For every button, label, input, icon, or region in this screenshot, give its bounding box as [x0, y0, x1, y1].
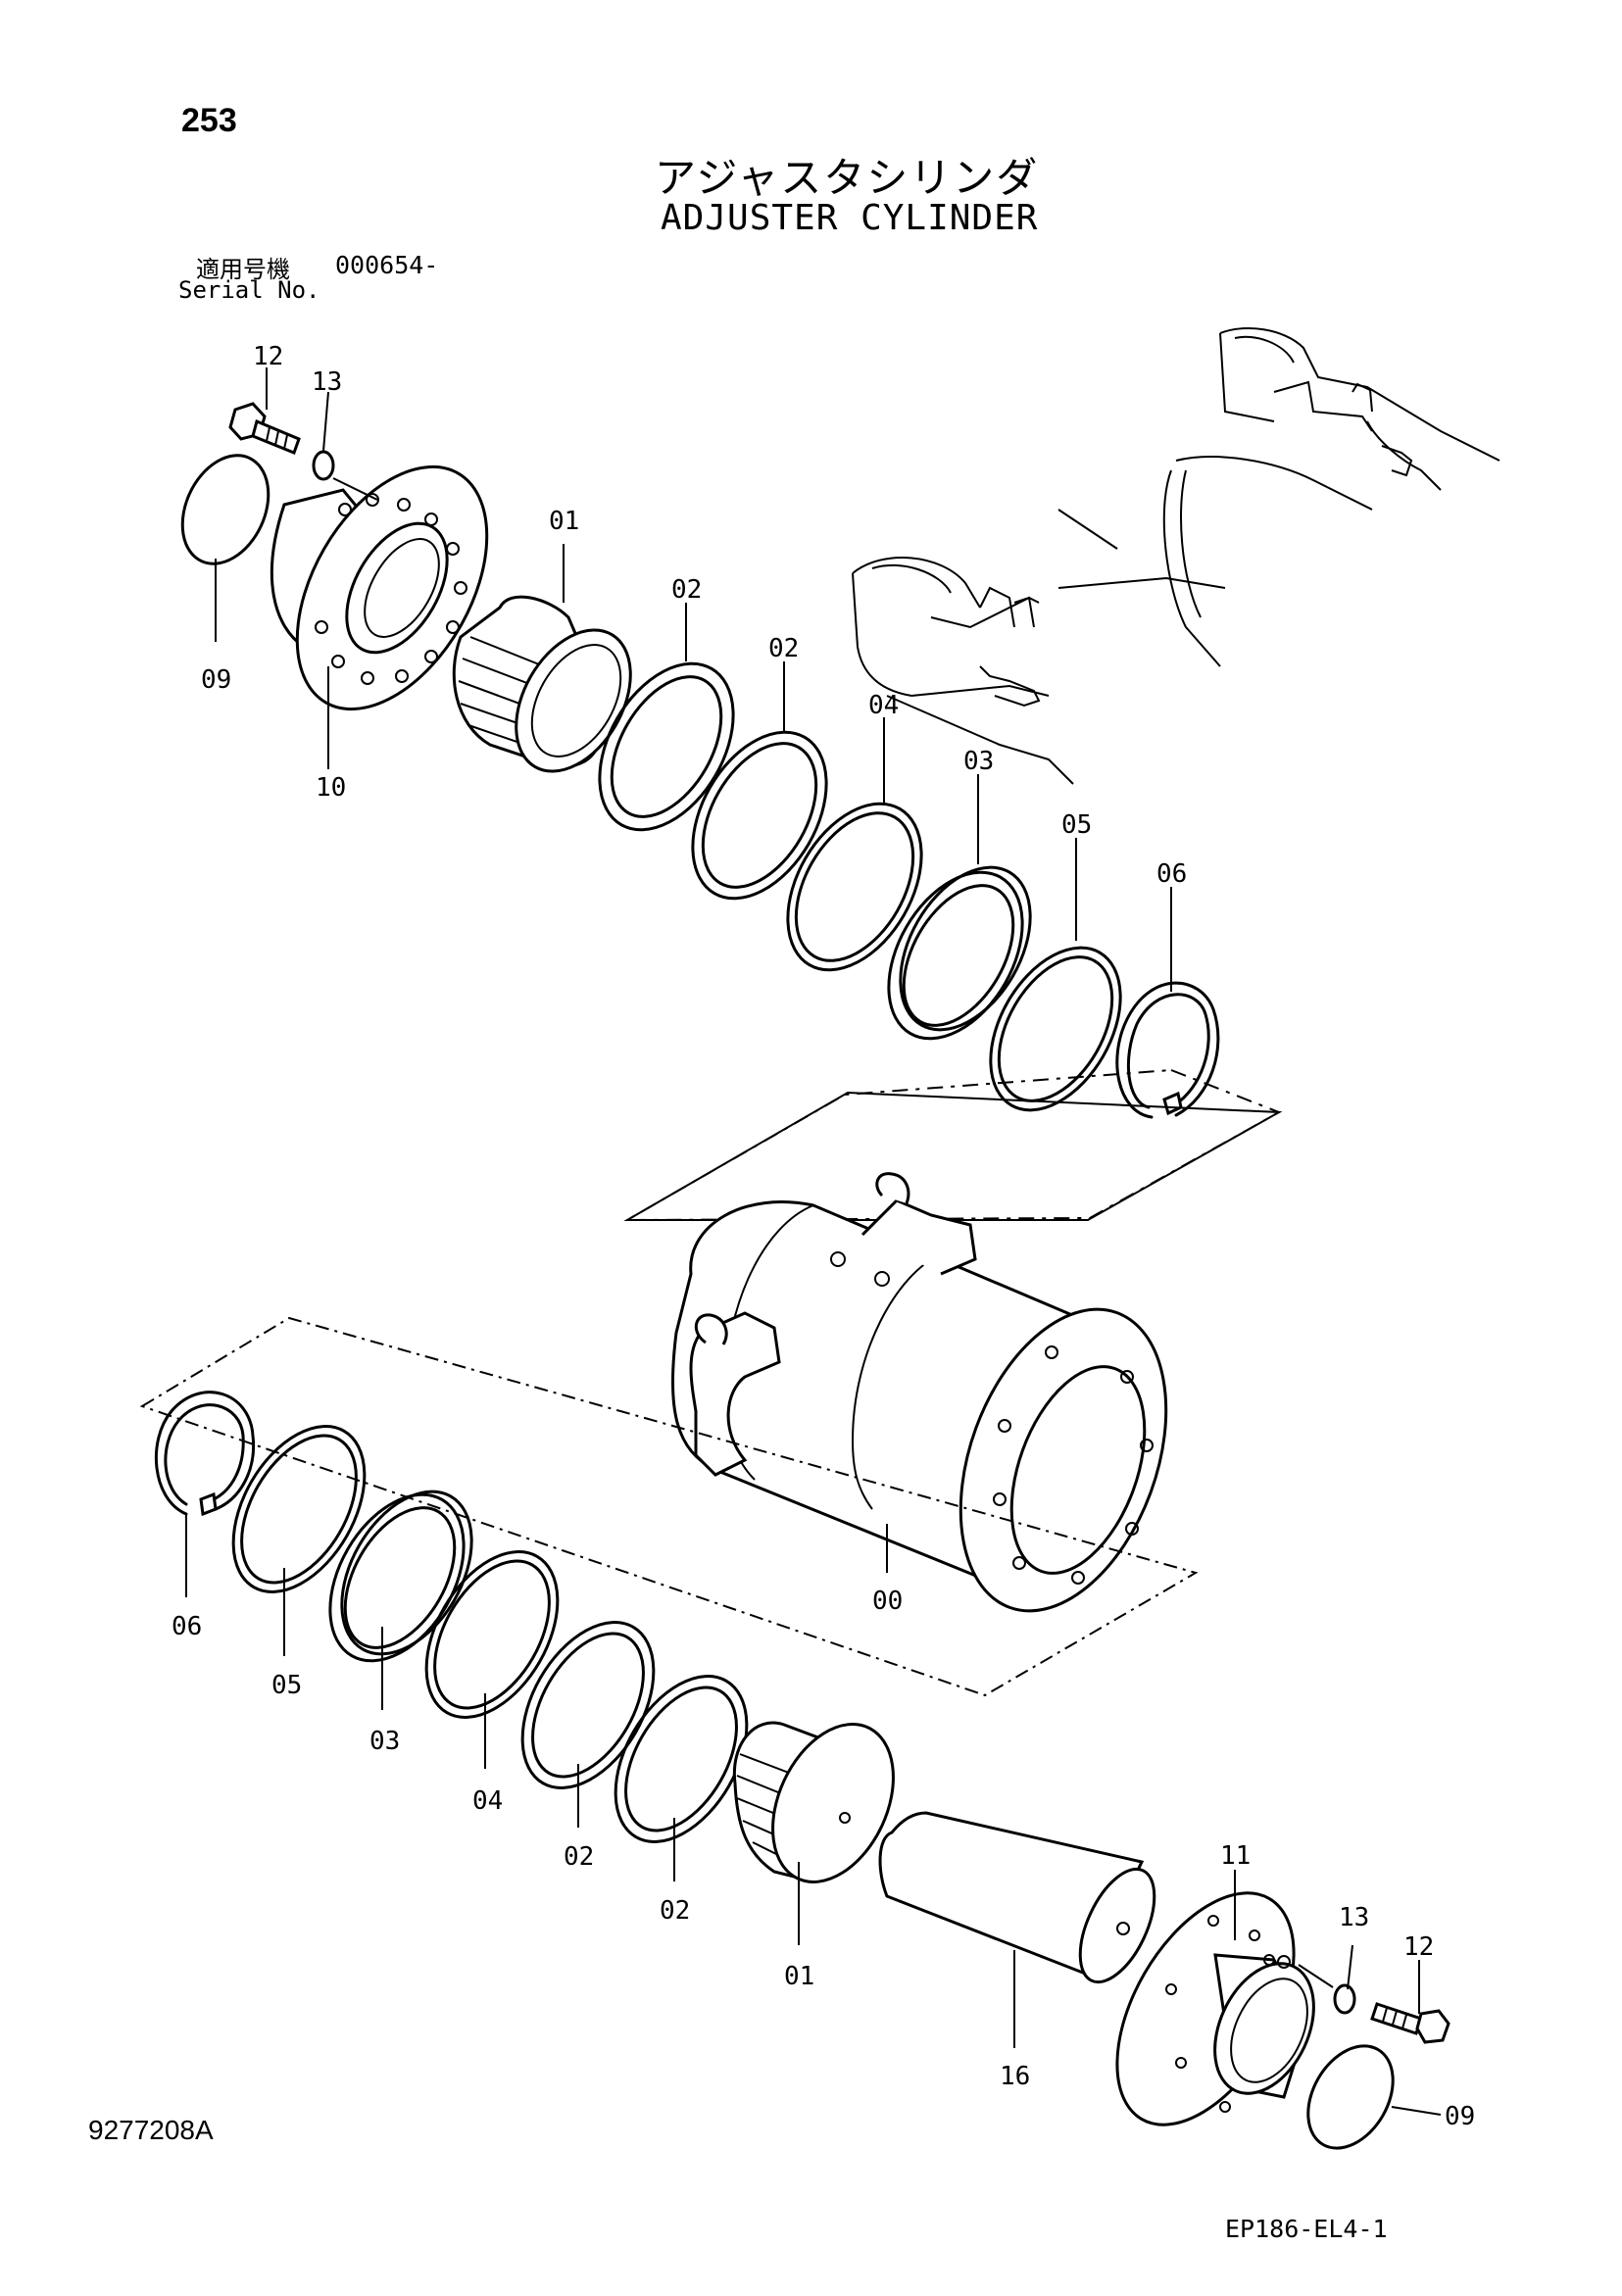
rod-16	[878, 1811, 1156, 1984]
upper-group	[180, 402, 1282, 1222]
callout-02a-lower: 02	[564, 1842, 594, 1872]
callout-01-lower: 01	[784, 1962, 814, 1991]
washer-13-upper	[312, 450, 335, 481]
seal-ring-02a-upper	[598, 661, 735, 832]
cover-11-lower	[1115, 1891, 1315, 2126]
callout-09-lower: 09	[1445, 2102, 1475, 2131]
callout-12-upper: 12	[253, 342, 283, 371]
serial-label-japanese: 適用号機	[196, 256, 290, 283]
o-ring-09-upper	[180, 454, 270, 565]
ring-05-lower	[231, 1425, 367, 1593]
piston-01-upper	[452, 595, 632, 773]
callout-03-upper: 03	[963, 747, 994, 776]
page-number: 253	[181, 102, 237, 139]
title-japanese: アジャスタシリンダ	[655, 154, 1040, 202]
callout-16: 16	[1000, 2062, 1030, 2091]
ring-03-upper	[887, 865, 1032, 1041]
bolt-12-upper	[228, 402, 301, 455]
washer-13-lower	[1333, 1983, 1356, 2015]
callout-05-upper: 05	[1061, 810, 1092, 840]
callout-06-upper: 06	[1156, 859, 1187, 889]
seal-ring-02b-lower	[614, 1675, 749, 1843]
callout-12-lower: 12	[1403, 1932, 1434, 1962]
callout-00: 00	[872, 1587, 903, 1616]
title-english: ADJUSTER CYLINDER	[661, 198, 1039, 238]
callout-02a-upper: 02	[671, 575, 702, 605]
cylinder-body-00	[139, 1091, 1283, 1697]
callout-09-upper: 09	[201, 665, 231, 695]
callout-02b-lower: 02	[660, 1896, 690, 1926]
ring-04-upper	[786, 802, 923, 972]
ring-05-upper	[989, 946, 1122, 1112]
bolt-12-lower	[1370, 2002, 1450, 2044]
o-ring-09-lower	[1306, 2044, 1395, 2150]
cover-10-upper	[270, 464, 489, 711]
callout-13-lower: 13	[1339, 1903, 1369, 1932]
seal-ring-02a-lower	[520, 1621, 656, 1789]
callout-03-lower: 03	[369, 1727, 400, 1756]
serial-value: 000654-	[335, 251, 439, 279]
lower-group	[154, 1391, 1450, 2150]
callout-04-upper: 04	[868, 691, 899, 720]
leader-lines	[185, 367, 1442, 2116]
snap-ring-06-upper	[1115, 981, 1220, 1119]
callout-13-upper: 13	[312, 367, 342, 397]
callout-06-lower: 06	[172, 1612, 202, 1641]
ring-04-lower	[424, 1550, 560, 1719]
machine-frame-context	[852, 327, 1500, 785]
callout-05-lower: 05	[271, 1671, 302, 1700]
seal-ring-02b-upper	[691, 730, 828, 901]
callout-10-upper: 10	[316, 773, 346, 803]
piston-01-lower	[732, 1721, 895, 1883]
callout-04-lower: 04	[472, 1786, 503, 1816]
callout-11-lower: 11	[1220, 1841, 1251, 1871]
callout-labels: 12 13 09 10 01 02 02 04 03 05 06 00 06 0…	[172, 342, 1475, 2131]
drawing-number: 9277208A	[88, 2115, 214, 2145]
serial-label-english: Serial No.	[178, 276, 320, 304]
sheet-code: EP186-EL4-1	[1225, 2215, 1388, 2243]
callout-02b-upper: 02	[768, 634, 799, 663]
snap-ring-06-lower	[154, 1391, 256, 1517]
callout-01-upper: 01	[549, 507, 579, 536]
